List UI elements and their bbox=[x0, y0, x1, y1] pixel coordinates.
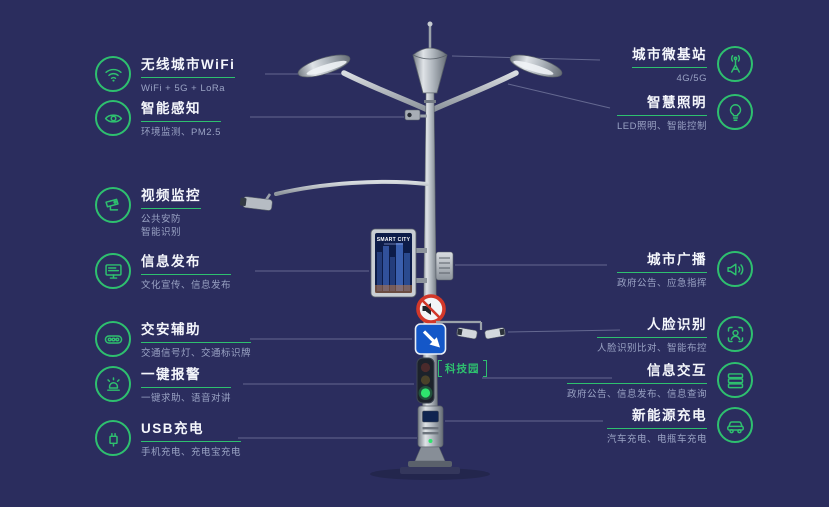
feature-subtitle: 手机充电、充电宝充电 bbox=[141, 446, 242, 458]
screen-title: SMART CITY bbox=[377, 237, 411, 243]
feature-title: 视频监控 bbox=[141, 188, 201, 203]
feature-base-station: 城市微基站 4G/5G bbox=[632, 46, 753, 85]
feature-title: 信息发布 bbox=[141, 254, 201, 269]
feature-alarm: 一键报警 一键求助、语音对讲 bbox=[95, 366, 232, 405]
feature-broadcast: 城市广播 政府公告、应急指挥 bbox=[616, 251, 753, 290]
title-underline bbox=[141, 386, 232, 388]
feature-video: 视频监控 公共安防 智能识别 bbox=[95, 187, 201, 239]
ev-car-icon bbox=[717, 407, 753, 443]
pole-base bbox=[400, 446, 460, 474]
title-underline bbox=[617, 114, 707, 116]
feature-subtitle: 公共安防 智能识别 bbox=[141, 213, 182, 239]
sensor-icon bbox=[95, 100, 131, 136]
feature-lighting: 智慧照明 LED照明、智能控制 bbox=[617, 94, 753, 133]
no-horn-sign bbox=[416, 294, 446, 324]
feature-title: 人脸识别 bbox=[647, 317, 707, 332]
title-underline bbox=[606, 427, 707, 429]
feature-title: 城市微基站 bbox=[632, 47, 707, 62]
feature-interaction: 信息交互 政府公告、信息发布、信息查询 bbox=[566, 362, 753, 401]
display-screen: SMART CITY bbox=[370, 228, 427, 298]
tag-bracket-left bbox=[438, 360, 442, 377]
feature-subtitle: 政府公告、应急指挥 bbox=[616, 277, 707, 289]
feature-title: 一键报警 bbox=[141, 367, 201, 382]
title-underline bbox=[616, 271, 707, 273]
title-underline bbox=[141, 120, 221, 122]
title-underline bbox=[566, 382, 707, 384]
tech-park-tag: 科技园 bbox=[438, 360, 487, 377]
charging-cabinet bbox=[417, 405, 444, 448]
feature-subtitle: LED照明、智能控制 bbox=[617, 120, 707, 132]
feature-title: USB充电 bbox=[141, 421, 205, 436]
env-sensor bbox=[404, 109, 427, 121]
title-underline bbox=[141, 341, 252, 343]
feature-subtitle: 4G/5G bbox=[676, 72, 707, 84]
tag-bracket-right bbox=[482, 360, 487, 377]
screen-icon bbox=[95, 253, 131, 289]
title-underline bbox=[141, 273, 232, 275]
cctv-icon bbox=[95, 187, 131, 223]
speaker-box bbox=[435, 251, 454, 281]
feature-subtitle: 一键求助、语音对讲 bbox=[141, 392, 232, 404]
dual-cameras bbox=[436, 320, 506, 340]
top-luminaire bbox=[412, 21, 448, 94]
bulb-icon bbox=[717, 94, 753, 130]
feature-subtitle: 政府公告、信息发布、信息查询 bbox=[566, 388, 707, 400]
feature-traffic-assist: 交安辅助 交通信号灯、交通标识牌 bbox=[95, 321, 252, 360]
title-underline bbox=[141, 76, 236, 78]
traffic-light bbox=[416, 357, 435, 404]
wifi-icon bbox=[95, 56, 131, 92]
feature-wifi: 无线城市WiFi WiFi + 5G + LoRa bbox=[95, 56, 236, 95]
title-underline bbox=[141, 207, 201, 209]
traffic-signal-icon bbox=[95, 321, 131, 357]
direction-sign bbox=[414, 323, 447, 355]
feature-subtitle: WiFi + 5G + LoRa bbox=[141, 82, 226, 94]
megaphone-icon bbox=[717, 251, 753, 287]
face-icon bbox=[717, 316, 753, 352]
lamp-head-right bbox=[509, 54, 563, 78]
pole-collar bbox=[424, 100, 436, 103]
feature-face-recognition: 人脸识别 人脸识别比对、智能布控 bbox=[596, 316, 753, 355]
feature-subtitle: 环境监测、PM2.5 bbox=[141, 126, 221, 138]
alarm-icon bbox=[95, 366, 131, 402]
feature-ev-charging: 新能源充电 汽车充电、电瓶车充电 bbox=[606, 407, 753, 446]
tag-label: 科技园 bbox=[445, 363, 480, 375]
antenna-icon bbox=[717, 46, 753, 82]
title-underline bbox=[596, 336, 707, 338]
feature-title: 智慧照明 bbox=[647, 95, 707, 110]
feature-title: 交安辅助 bbox=[141, 322, 201, 337]
title-underline bbox=[632, 66, 707, 68]
feature-title: 信息交互 bbox=[647, 363, 707, 378]
feature-title: 城市广播 bbox=[647, 252, 707, 267]
feature-info-publish: 信息发布 文化宣传、信息发布 bbox=[95, 253, 232, 292]
feature-subtitle: 人脸识别比对、智能布控 bbox=[596, 342, 707, 354]
list-icon bbox=[717, 362, 753, 398]
lamp-arms bbox=[297, 54, 563, 113]
feature-usb: USB充电 手机充电、充电宝充电 bbox=[95, 420, 242, 459]
feature-subtitle: 汽车充电、电瓶车充电 bbox=[606, 433, 707, 445]
connector-lines bbox=[238, 55, 621, 439]
lamp-head-left bbox=[297, 54, 351, 78]
feature-title: 智能感知 bbox=[141, 101, 201, 116]
feature-subtitle: 交通信号灯、交通标识牌 bbox=[141, 347, 252, 359]
title-underline bbox=[141, 440, 242, 442]
cctv-camera bbox=[239, 179, 429, 211]
feature-subtitle: 文化宣传、信息发布 bbox=[141, 279, 232, 291]
usb-icon bbox=[95, 420, 131, 456]
feature-sensing: 智能感知 环境监测、PM2.5 bbox=[95, 100, 221, 139]
feature-title: 无线城市WiFi bbox=[141, 57, 236, 72]
feature-title: 新能源充电 bbox=[632, 408, 707, 423]
